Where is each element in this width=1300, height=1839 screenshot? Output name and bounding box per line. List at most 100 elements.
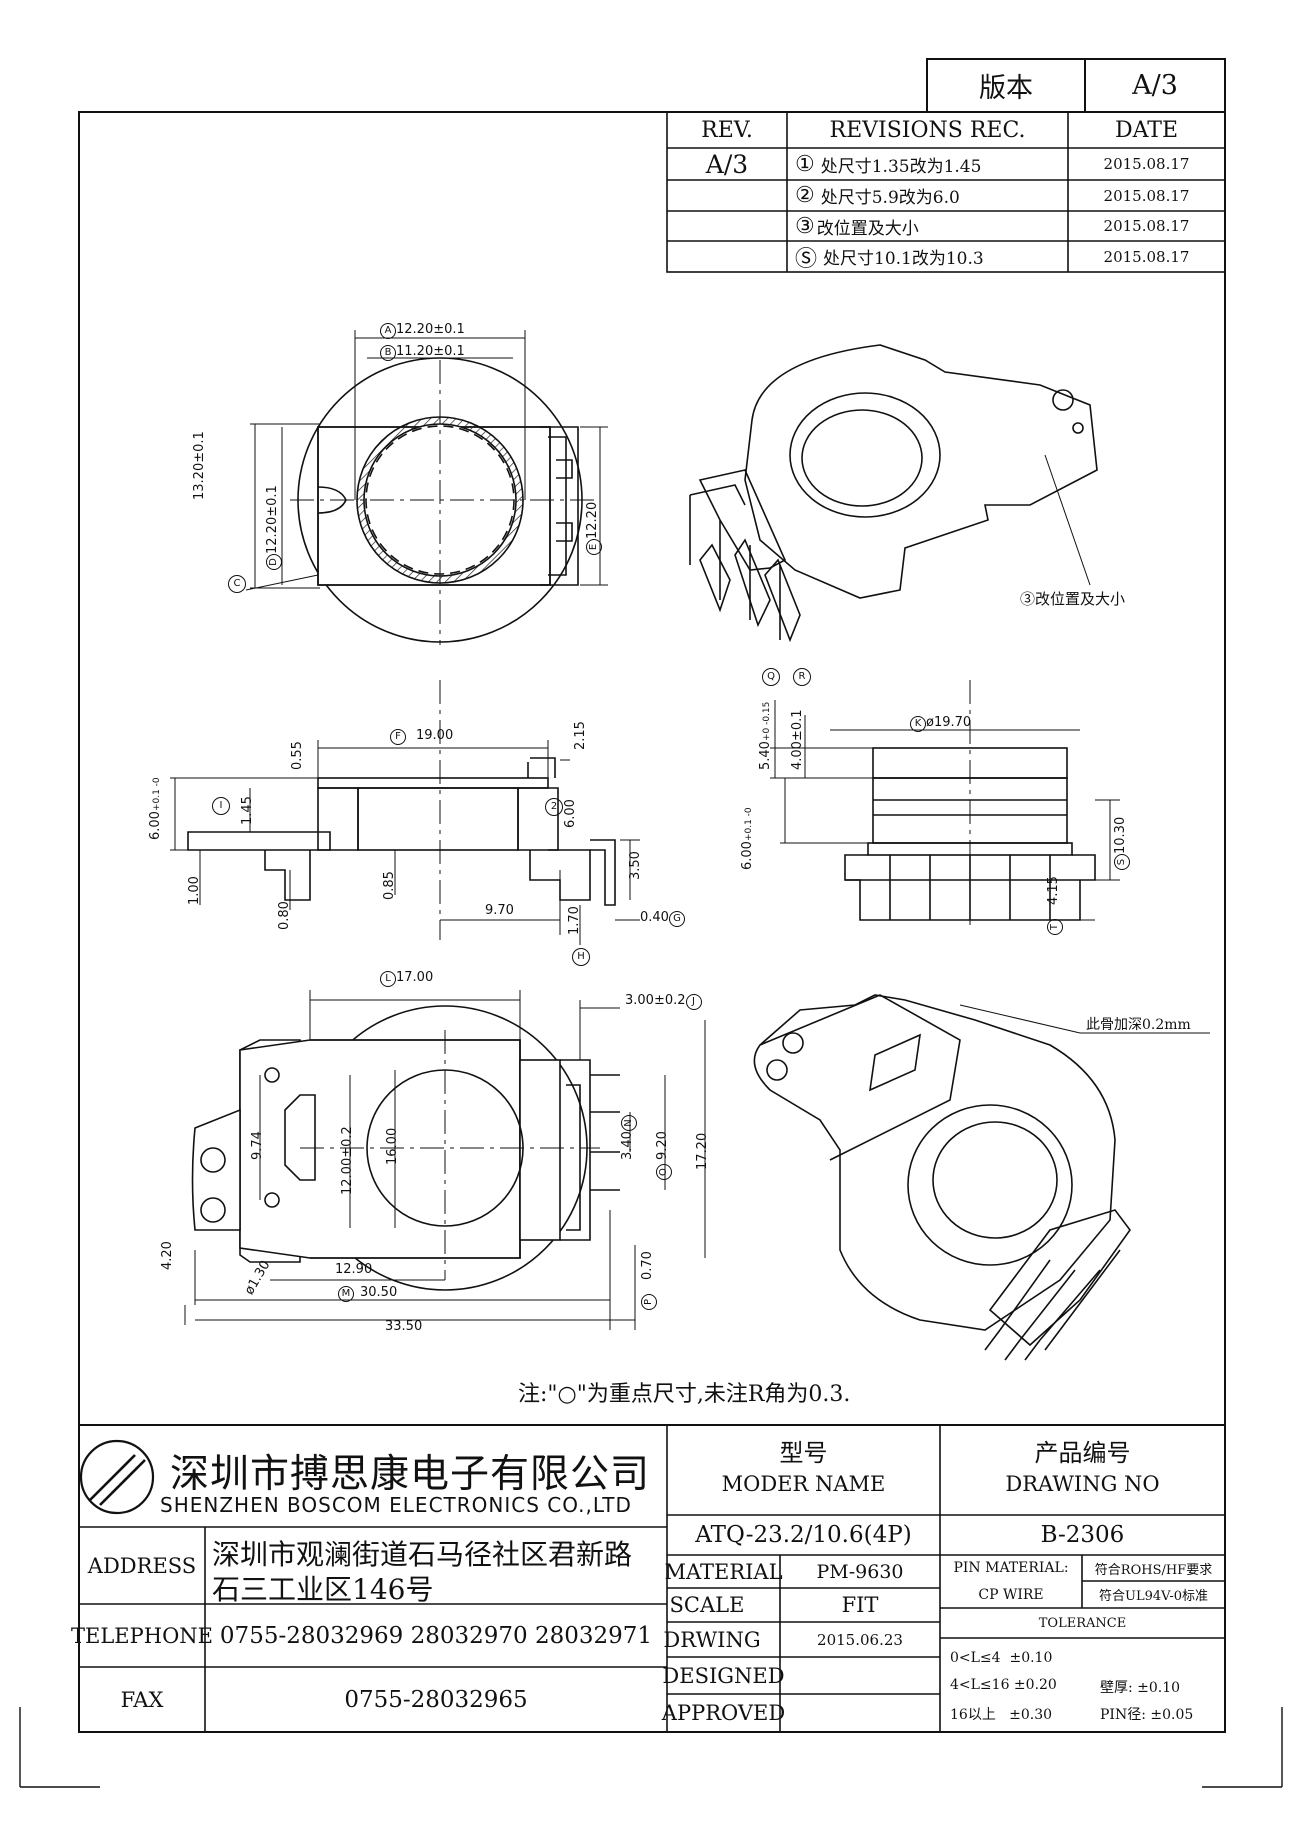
dim-170: 1.70 [567, 906, 582, 935]
front-view [770, 680, 1120, 925]
dim-P: P0.70 [640, 1251, 657, 1310]
dim-600-side-b: 6.00 [563, 799, 578, 828]
fax-value: 0755-28032965 [344, 1686, 528, 1713]
dim-D: D12.20±0.1 [265, 485, 282, 570]
dim-1600: 16.00 [385, 1127, 400, 1165]
scale-value: FIT [841, 1593, 879, 1617]
dim-1720: 17.20 [695, 1132, 710, 1170]
dim-I-marker: I [212, 797, 230, 815]
dim-055: 0.55 [290, 741, 305, 770]
dim-350: 3.50 [628, 851, 643, 880]
dim-1290: 12.90 [335, 1262, 373, 1277]
model-value: ATQ-23.2/10.6(4P) [695, 1522, 912, 1548]
dim-Q-marker: Q [762, 668, 780, 686]
tolerance-1: 0<L≤4 ±0.10 [950, 1650, 1053, 1666]
tolerance-2: 4<L≤16 ±0.20 [950, 1677, 1057, 1693]
dim-100: 1.00 [187, 876, 202, 905]
dim-3350: 33.50 [385, 1319, 423, 1334]
drwing-label: DRWING [663, 1627, 761, 1652]
address-line1: 深圳市观澜街道石马径社区君新路 [212, 1538, 633, 1571]
iso-top-note: ③改位置及大小 [1020, 590, 1126, 608]
cp-wire-label: CP WIRE [978, 1586, 1044, 1603]
drawing-no-value: B-2306 [1040, 1522, 1125, 1548]
fax-label: FAX [120, 1687, 164, 1712]
dim-C: 13.20±0.1 [192, 431, 207, 500]
dim-085: 0.85 [382, 871, 397, 900]
dim-O: O9.20 [655, 1131, 672, 1180]
drawing-label-en: DRAWING NO [1005, 1472, 1160, 1496]
tolerance-3: 16以上 ±0.30 [950, 1707, 1053, 1723]
dim-145: 1.45 [240, 796, 255, 825]
material-label: MATERIAL [664, 1559, 783, 1584]
iso-view-bottom [753, 994, 1210, 1361]
bottom-plan-view [184, 990, 706, 1330]
version-label: 版本 [979, 73, 1033, 104]
address-label: ADDRESS [87, 1553, 197, 1578]
rev-rec-header: REVISIONS REC. [829, 117, 1026, 143]
side-view [170, 680, 640, 945]
dim-970: 9.70 [485, 903, 514, 918]
pin-material-label: PIN MATERIAL: [953, 1560, 1069, 1576]
rev-header: REV. [701, 117, 753, 143]
dim-E: E12.20 [585, 502, 602, 555]
model-label-en: MODER NAME [721, 1472, 886, 1496]
revision-table [666, 111, 1226, 273]
iso-view-top [689, 344, 1098, 643]
tolerance-label: TOLERANCE [1038, 1615, 1127, 1631]
dim-H-marker: H [572, 948, 590, 966]
pin-tolerance: PIN径: ±0.05 [1100, 1707, 1194, 1723]
material-value: PM-9630 [816, 1560, 904, 1583]
revision-date: 2015.08.17 [1103, 155, 1190, 173]
dim-R: 4.00±0.1 [790, 709, 805, 770]
dim-1200: 12.00±0.2 [340, 1126, 355, 1195]
dim-2-marker: 2 [545, 798, 563, 816]
designed-label: DESIGNED [662, 1663, 785, 1688]
revision-date: 2015.08.17 [1103, 186, 1190, 205]
revision-date: 2015.08.17 [1103, 247, 1190, 266]
outer-frame [78, 111, 1226, 1733]
address-line2: 石三工业区146号 [212, 1573, 434, 1606]
iso-bottom-note: 此骨加深0.2mm [1086, 1017, 1191, 1033]
wall-tolerance: 壁厚: ±0.10 [1100, 1680, 1181, 1696]
top-plan-view [245, 330, 608, 645]
approved-label: APPROVED [661, 1701, 786, 1725]
drawing-note: 注:"○"为重点尺寸,未注R角为0.3. [518, 1382, 851, 1407]
company-name-cn: 深圳市搏思康电子有限公司 [170, 1452, 651, 1497]
dim-R-marker: R [793, 668, 811, 686]
scale-label: SCALE [669, 1593, 745, 1617]
model-label-cn: 型号 [779, 1438, 828, 1467]
telephone-value: 0755-28032969 28032970 28032971 [219, 1622, 653, 1649]
dim-600-front: 6.00+0.1 -0 [740, 807, 755, 870]
rev-value: A/3 [705, 149, 749, 179]
dim-974: 9.74 [250, 1131, 265, 1160]
drawing-label-cn: 产品编号 [1034, 1438, 1131, 1467]
company-name-en: SHENZHEN BOSCOM ELECTRONICS CO.,LTD [160, 1493, 632, 1517]
dim-S: S10.30 [1113, 817, 1130, 870]
version-value: A/3 [1132, 70, 1178, 101]
dim-N: 3.40N [620, 1115, 637, 1160]
dim-600-side: 6.00+0.1 -0 [148, 777, 163, 840]
rev-date-header: DATE [1114, 117, 1179, 143]
dim-080: 0.80 [277, 901, 292, 930]
dim-C-marker: C [228, 575, 246, 593]
cp-wire-value: 符合UL94V-0标准 [1099, 1589, 1208, 1604]
dim-T: T4.15 [1046, 876, 1063, 935]
pin-material-value: 符合ROHS/HF要求 [1094, 1562, 1213, 1578]
dim-215: 2.15 [573, 721, 588, 750]
dim-420: 4.20 [160, 1241, 175, 1270]
telephone-label: TELEPHONE [71, 1623, 213, 1648]
company-logo [79, 1439, 155, 1515]
